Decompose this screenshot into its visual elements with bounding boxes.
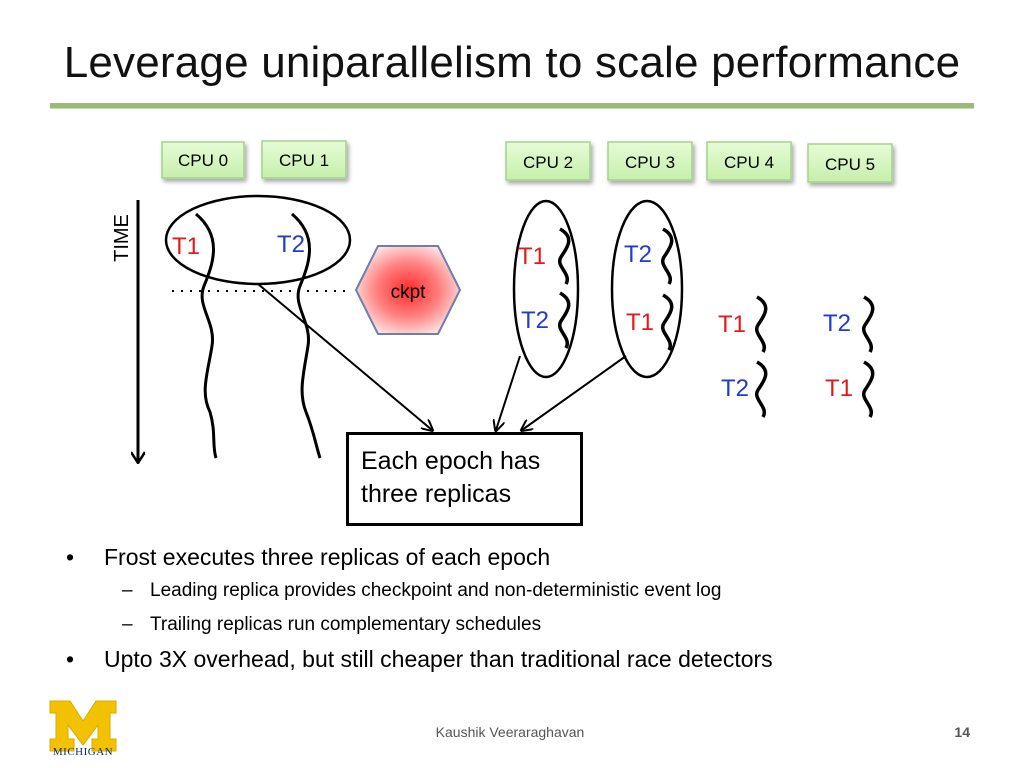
cpu-box-5: [807, 143, 893, 183]
cpu-label-5: CPU 5: [825, 155, 875, 174]
trailing-replica-ellipse-cpu2: [512, 199, 580, 379]
trailing-replica-ellipse-cpu3: [610, 199, 684, 379]
title-divider: [50, 103, 974, 109]
cpu-box-1: [261, 140, 347, 179]
thread-label-cpu2-first: T1: [518, 243, 546, 270]
thread-line-cpu0: [195, 212, 218, 459]
thread-label-cpu5-second: T1: [825, 375, 853, 402]
cpu-label-0: CPU 0: [178, 151, 228, 170]
slide-title: Leverage uniparallelism to scale perform…: [63, 38, 961, 87]
bullet-list: Frost executes three replicas of each ep…: [64, 540, 984, 676]
logo-wordmark: MICHIGAN: [52, 746, 114, 758]
thread-squiggle-cpu2-second: [557, 291, 571, 349]
bullet-item: Upto 3X overhead, but still cheaper than…: [64, 642, 984, 676]
cpu-box-3: [607, 141, 693, 181]
thread-squiggle-cpu3-first: [660, 227, 674, 285]
slide-number: 14: [954, 724, 970, 740]
checkpoint-hexagon: [354, 245, 462, 335]
epoch-callout-box: Each epoch has three replicas: [346, 432, 583, 526]
thread-label-cpu0: T1: [172, 233, 200, 260]
arrow-cpu2-to-callout: [496, 355, 521, 430]
cpu-label-4: CPU 4: [724, 153, 774, 172]
thread-label-cpu4-first: T1: [718, 311, 746, 338]
cpu-label-3: CPU 3: [625, 153, 675, 172]
epoch-callout-line-2: three replicas: [361, 480, 512, 508]
thread-label-cpu1: T2: [277, 231, 305, 258]
thread-label-cpu5-first: T2: [823, 310, 851, 337]
thread-squiggle-cpu5-second: [861, 360, 875, 418]
arrow-cpu3-to-callout: [522, 355, 627, 430]
arrow-leading-to-callout: [257, 283, 432, 430]
checkpoint-label: ckpt: [391, 282, 427, 303]
thread-label-cpu3-second: T1: [626, 309, 654, 336]
cpu-box-4: [706, 141, 792, 181]
thread-label-cpu4-second: T2: [721, 375, 749, 402]
footer-presenter: Kaushik Veeraraghavan: [435, 724, 585, 740]
thread-squiggle-cpu4-first: [754, 295, 768, 353]
cpu-label-2: CPU 2: [523, 153, 573, 172]
thread-squiggle-cpu4-second: [754, 360, 768, 418]
thread-label-cpu2-second: T2: [521, 307, 549, 334]
thread-line-cpu1: [291, 212, 322, 459]
cpu-box-0: [161, 141, 245, 179]
thread-squiggle-cpu2-first: [557, 227, 571, 285]
cpu-label-1: CPU 1: [279, 151, 329, 170]
time-axis-label: TIME: [111, 214, 133, 262]
bullet-item: Frost executes three replicas of each ep…: [64, 540, 984, 574]
sub-bullet-item: Leading replica provides checkpoint and …: [64, 574, 984, 608]
sub-bullet-item: Trailing replicas run complementary sche…: [64, 608, 984, 642]
epoch-callout-line-1: Each epoch has: [361, 447, 541, 475]
michigan-block-m-logo: [49, 700, 117, 752]
thread-squiggle-cpu3-second: [660, 293, 674, 351]
thread-label-cpu3-first: T2: [624, 241, 652, 268]
cpu-box-2: [505, 141, 591, 181]
thread-squiggle-cpu5-first: [861, 295, 875, 353]
